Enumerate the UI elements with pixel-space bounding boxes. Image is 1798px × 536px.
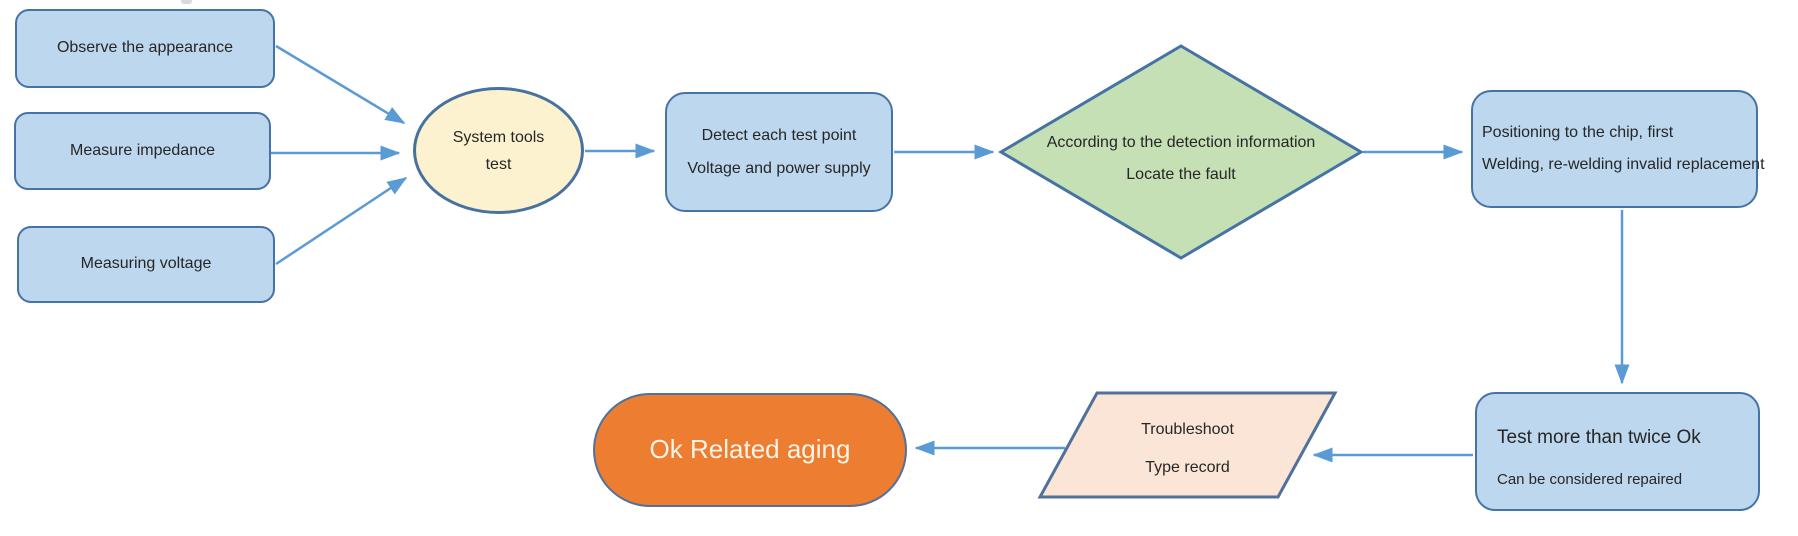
process-positioning-chip: Positioning to the chip, first Welding, … xyxy=(1471,90,1765,208)
process-measure-impedance: Measure impedance xyxy=(14,112,271,190)
arrow-voltage-to-system-tools xyxy=(275,176,408,266)
cropped-shape-fragment xyxy=(181,0,192,4)
process-test-twice-line1: Test more than twice Ok xyxy=(1497,426,1701,448)
process-detect-test-point: Detect each test point Voltage and power… xyxy=(665,92,893,212)
process-detect-line2: Voltage and power supply xyxy=(687,160,871,177)
process-measuring-voltage-label: Measuring voltage xyxy=(80,255,212,273)
ellipse-system-tools-test: System tools test xyxy=(413,87,584,214)
process-positioning-line2: Welding, re-welding invalid replacement xyxy=(1482,156,1765,173)
process-detect-line1: Detect each test point xyxy=(701,127,857,144)
ellipse-system-tools-line1: System tools xyxy=(452,128,545,146)
process-positioning-line1: Positioning to the chip, first xyxy=(1482,124,1674,141)
process-measure-impedance-label: Measure impedance xyxy=(70,141,215,159)
ellipse-system-tools-line2: test xyxy=(485,155,512,173)
process-test-twice-line2: Can be considered repaired xyxy=(1497,470,1683,488)
terminator-ok-related-aging-label: Ok Related aging xyxy=(649,434,851,465)
process-observe-appearance-label: Observe the appearance xyxy=(56,39,234,57)
process-measuring-voltage: Measuring voltage xyxy=(17,226,275,303)
decision-diamond-shape xyxy=(998,44,1364,260)
process-observe-appearance: Observe the appearance xyxy=(15,9,275,88)
arrow-observe-to-system-tools xyxy=(275,44,406,125)
terminator-ok-related-aging: Ok Related aging xyxy=(593,393,907,507)
process-test-twice-ok: Test more than twice Ok Can be considere… xyxy=(1475,392,1760,511)
io-parallelogram-shape xyxy=(1037,391,1338,499)
